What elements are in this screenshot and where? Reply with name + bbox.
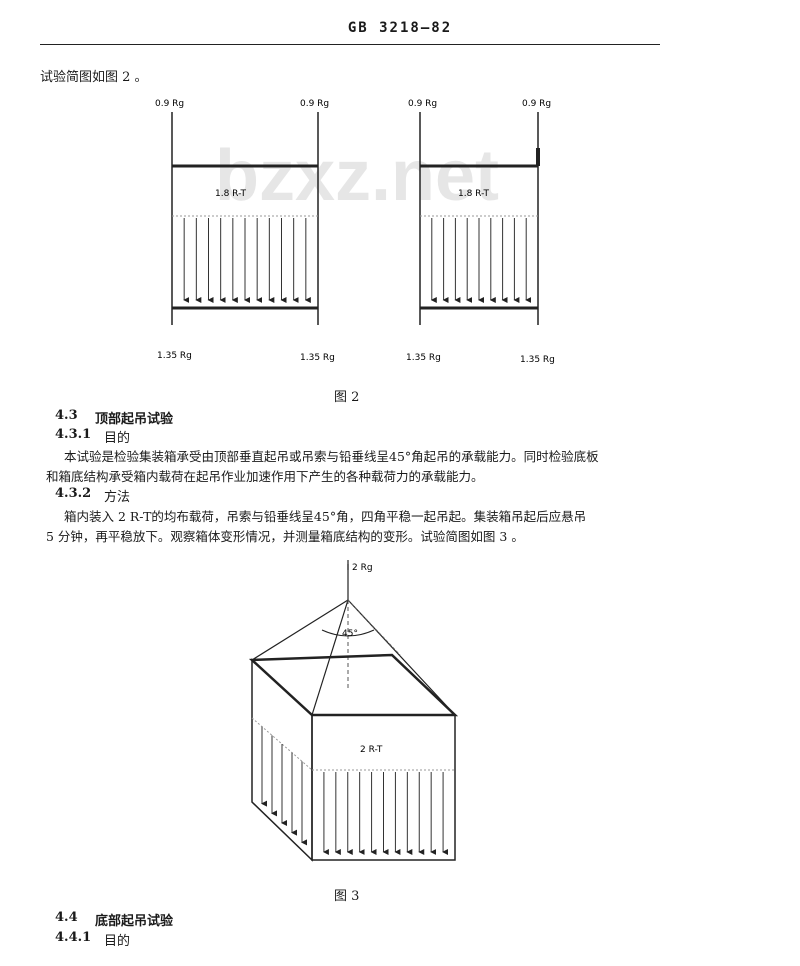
section-4-4-number: 4.4 bbox=[55, 910, 78, 925]
figure2-right-load-label: 1.8 R-T bbox=[458, 189, 489, 199]
figure2-right-box: 1.8 R-T 0.9 Rg 0.9 Rg 1.35 Rg 1.35 Rg bbox=[406, 99, 555, 365]
purpose-line-2: 和箱底结构承受箱内载荷在起吊作业加速作用下产生的各种载荷力的承载能力。 bbox=[46, 469, 484, 484]
figure2-right-bottom-left-force: 1.35 Rg bbox=[406, 353, 441, 363]
section-4-3-title: 顶部起吊试验 bbox=[95, 412, 174, 427]
header-rule bbox=[40, 44, 660, 45]
figure2-left-load-arrows bbox=[183, 218, 311, 303]
figure2-left-box: 1.8 R-T 0.9 Rg 0.9 Rg 1.35 Rg 1.35 Rg bbox=[155, 99, 335, 363]
section-4-4-1-number: 4.4.1 bbox=[55, 930, 92, 945]
figure2-left-bottom-right-force: 1.35 Rg bbox=[300, 353, 335, 363]
method-line-2: 5 分钟，再平稳放下。观察箱体变形情况，并测量箱底结构的变形。试验简图如图 3 … bbox=[46, 529, 524, 544]
section-4-3-number: 4.3 bbox=[55, 408, 78, 423]
purpose-line-1: 本试验是检验集装箱承受由顶部垂直起吊或吊索与铅垂线呈45°角起吊的承载能力。同时… bbox=[64, 449, 599, 464]
section-4-4-1-title: 目的 bbox=[104, 934, 131, 949]
section-4-4-title: 底部起吊试验 bbox=[95, 914, 174, 929]
figure2-right-load-arrows bbox=[430, 218, 532, 303]
figure2-right-top-left-force: 0.9 Rg bbox=[408, 99, 437, 109]
section-4-3-2-number: 4.3.2 bbox=[55, 486, 92, 501]
figure3-caption: 图 3 bbox=[334, 889, 360, 904]
section-4-3-2-title: 方法 bbox=[104, 490, 131, 505]
figure2-left-load-label: 1.8 R-T bbox=[215, 189, 246, 199]
method-line-1: 箱内装入 2 R-T的均布载荷，吊索与铅垂线呈45°角，四角平稳一起吊起。集装箱… bbox=[64, 509, 587, 524]
figure2-left-top-right-force: 0.9 Rg bbox=[300, 99, 329, 109]
figure2-left-top-left-force: 0.9 Rg bbox=[155, 99, 184, 109]
figure3-angle-label: 45° bbox=[342, 629, 358, 639]
standard-code-header: GB 3218—82 bbox=[347, 20, 453, 36]
figure3-top-force-label: 2 Rg bbox=[352, 563, 373, 573]
figure2-right-top-right-force: 0.9 Rg bbox=[522, 99, 551, 109]
intro-text: 试验简图如图 2 。 bbox=[40, 70, 148, 85]
section-4-3-1-title: 目的 bbox=[104, 431, 131, 446]
figure2-right-bottom-right-force: 1.35 Rg bbox=[520, 355, 555, 365]
figure3-side-load-arrows bbox=[261, 726, 307, 846]
figure3-load-label: 2 R-T bbox=[360, 745, 383, 755]
figure3-container: 2 Rg 45° 2 R-T bbox=[248, 560, 459, 862]
watermark-text: bzxz.net bbox=[215, 136, 499, 216]
figure2-caption: 图 2 bbox=[334, 390, 360, 405]
figure2-left-bottom-left-force: 1.35 Rg bbox=[157, 351, 192, 361]
section-4-3-1-number: 4.3.1 bbox=[55, 427, 92, 442]
figure3-front-load-arrows bbox=[322, 772, 449, 855]
